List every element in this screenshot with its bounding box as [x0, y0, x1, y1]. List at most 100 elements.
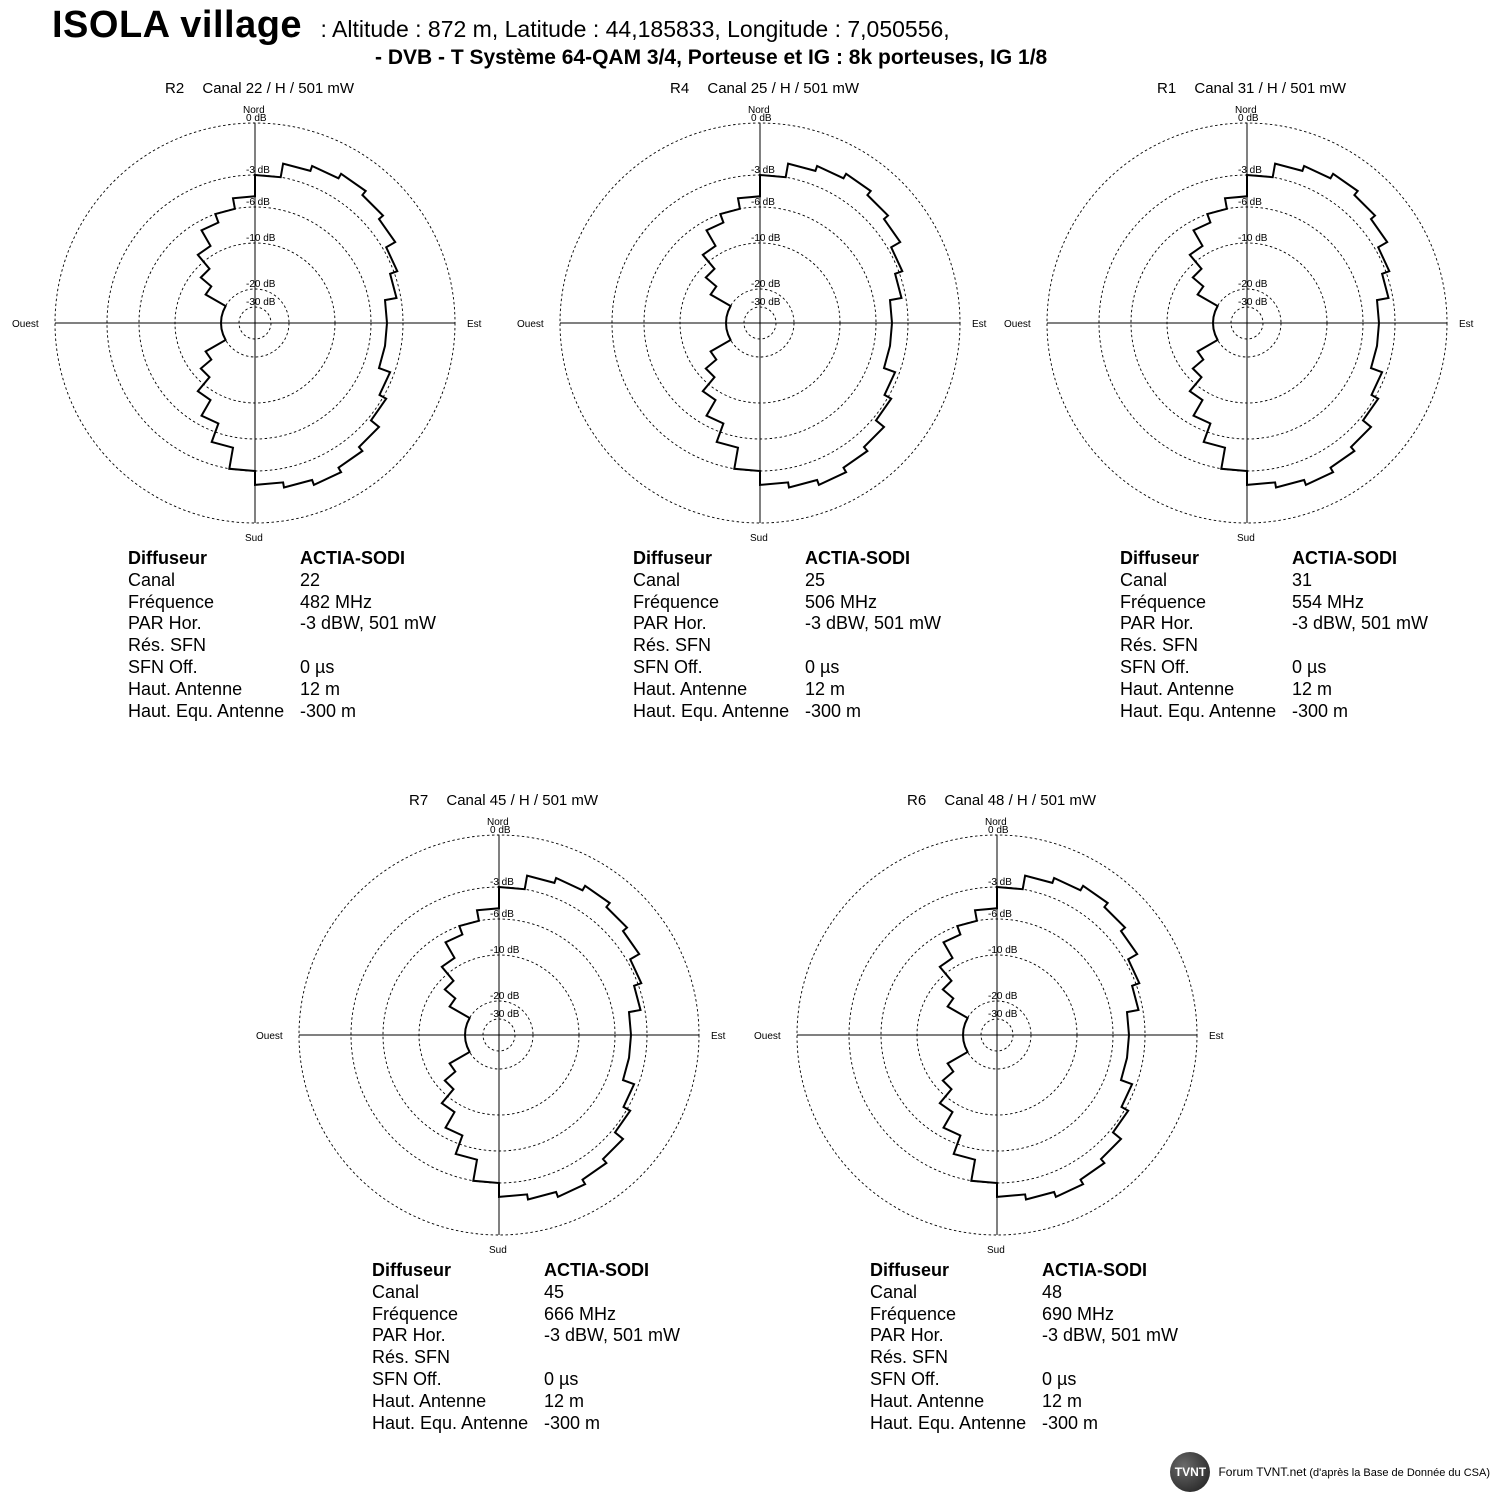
info-row: SFN Off.0 µs	[372, 1369, 680, 1391]
info-row: SFN Off.0 µs	[1120, 657, 1428, 679]
info-label: Diffuseur	[870, 1260, 950, 1280]
compass-north: Nord	[487, 817, 509, 828]
info-value: 22	[300, 569, 321, 590]
info-label: Fréquence	[870, 1303, 957, 1324]
info-row: Rés. SFN	[870, 1347, 1178, 1369]
info-label: SFN Off.	[128, 656, 198, 677]
compass-east: Est	[711, 1031, 726, 1042]
ring-label-5: -30 dB	[490, 1009, 520, 1020]
footer: TVNT Forum TVNT.net (d'après la Base de …	[1170, 1452, 1490, 1492]
info-row: SFN Off. 0 µs	[633, 657, 941, 679]
info-label: Haut. Antenne	[128, 678, 243, 699]
info-value: ACTIA-SODI	[1292, 548, 1397, 568]
info-label: SFN Off.	[633, 656, 703, 677]
info-label: Diffuseur	[633, 548, 713, 568]
info-value: 12 m	[544, 1390, 585, 1411]
info-label: Canal	[870, 1281, 918, 1302]
info-label: Rés. SFN	[633, 635, 712, 656]
info-label: Fréquence	[1120, 591, 1207, 612]
info-label: PAR Hor.	[372, 1325, 446, 1346]
ring-label-1: -3 dB	[1238, 165, 1262, 176]
info-label: Fréquence	[372, 1303, 459, 1324]
info-value: -300 m	[1042, 1412, 1099, 1433]
ring-label-0: 0 dB	[751, 113, 772, 124]
info-row: Fréquence 554 MHz	[1120, 592, 1428, 614]
compass-east: Est	[1459, 319, 1474, 330]
info-label: Diffuseur	[1120, 548, 1200, 568]
tvnt-logo: TVNT	[1170, 1452, 1211, 1492]
page-title: ISOLA village : Altitude : 872 m, Latitu…	[52, 4, 950, 47]
info-row: Haut. Antenne 12 m	[128, 679, 436, 701]
ring-label-0: 0 dB	[1238, 113, 1259, 124]
info-row: PAR Hor.-3 dBW, 501 mW	[870, 1325, 1178, 1347]
compass-north: Nord	[985, 817, 1007, 828]
ring-label-1: -3 dB	[988, 877, 1012, 888]
info-row: Rés. SFN	[1120, 635, 1428, 657]
antenna-panel-r6: R6 Canal 48 / H / 501 mW 0 dB -3 dB -6 dB -1…	[754, 792, 1237, 1462]
info-value: 0 µs	[1042, 1368, 1077, 1389]
info-value: ACTIA-SODI	[1042, 1260, 1147, 1280]
panel-channel-heading: Canal 25 / H / 501 mW	[703, 80, 860, 97]
info-label: SFN Off.	[1120, 656, 1190, 677]
info-label: Canal	[633, 569, 681, 590]
ring-label-2: -6 dB	[490, 909, 514, 920]
radiation-pattern	[701, 162, 904, 489]
info-label: Canal	[372, 1281, 420, 1302]
info-label: Haut. Antenne	[372, 1390, 487, 1411]
panel-heading: R4 Canal 25 / H / 501 mW	[670, 80, 859, 97]
radiation-pattern	[938, 874, 1141, 1201]
compass-south: Sud	[245, 533, 263, 544]
polar-chart: 0 dB-3 dB-6 dB-10 dB-20 dB-30 dBNordEstS…	[754, 817, 1224, 1256]
info-value: -300 m	[1292, 700, 1349, 721]
ring-label-0: 0 dB	[988, 825, 1009, 836]
ring-label-3: -10 dB	[1238, 233, 1268, 244]
info-value: ACTIA-SODI	[544, 1260, 649, 1280]
info-value: 12 m	[1292, 678, 1333, 699]
info-value: -300 m	[544, 1412, 601, 1433]
panel-channel-heading: Canal 48 / H / 501 mW	[940, 792, 1097, 809]
info-label: SFN Off.	[372, 1368, 442, 1389]
info-value: 0 µs	[805, 656, 840, 677]
info-row: Haut. Antenne 12 m	[372, 1391, 680, 1413]
ring-label-5: -30 dB	[988, 1009, 1018, 1020]
info-value: 12 m	[1042, 1390, 1083, 1411]
info-row: Haut. Equ. Antenne-300 m	[372, 1413, 680, 1435]
ring-label-2: -6 dB	[988, 909, 1012, 920]
ring-label-3: -10 dB	[988, 945, 1018, 956]
ring-label-3: -10 dB	[246, 233, 276, 244]
radiation-pattern	[1188, 162, 1391, 489]
info-label: Haut. Antenne	[870, 1390, 985, 1411]
info-row: Rés. SFN	[633, 635, 941, 657]
info-value: 12 m	[300, 678, 341, 699]
info-label: Haut. Equ. Antenne	[1120, 700, 1277, 721]
info-label: SFN Off.	[870, 1368, 940, 1389]
panel-id: R6	[907, 792, 927, 809]
info-value: -3 dBW, 501 mW	[544, 1325, 681, 1346]
ring-label-5: -30 dB	[1238, 297, 1268, 308]
source-main: Forum TVNT.net	[1218, 1465, 1307, 1479]
info-value: 482 MHz	[300, 591, 373, 612]
compass-south: Sud	[489, 1245, 507, 1256]
info-label: Haut. Equ. Antenne	[128, 700, 285, 721]
ring-label-1: -3 dB	[751, 165, 775, 176]
source-credit: Forum TVNT.net (d'après la Base de Donné…	[1218, 1465, 1490, 1479]
antenna-panel-r4: R4 Canal 25 / H / 501 mW 0 dB -3 dB -6 dB -1…	[517, 80, 1000, 750]
ring-label-3: -10 dB	[751, 233, 781, 244]
ring-label-2: -6 dB	[751, 197, 775, 208]
compass-west: Ouest	[754, 1031, 781, 1042]
panel-heading: R6 Canal 48 / H / 501 mW	[907, 792, 1096, 809]
ring-label-4: -20 dB	[490, 991, 520, 1002]
polar-chart: 0 dB-3 dB-6 dB-10 dB-20 dB-30 dBNordEstS…	[12, 105, 482, 544]
info-row: Haut. Antenne 12 m	[870, 1391, 1178, 1413]
